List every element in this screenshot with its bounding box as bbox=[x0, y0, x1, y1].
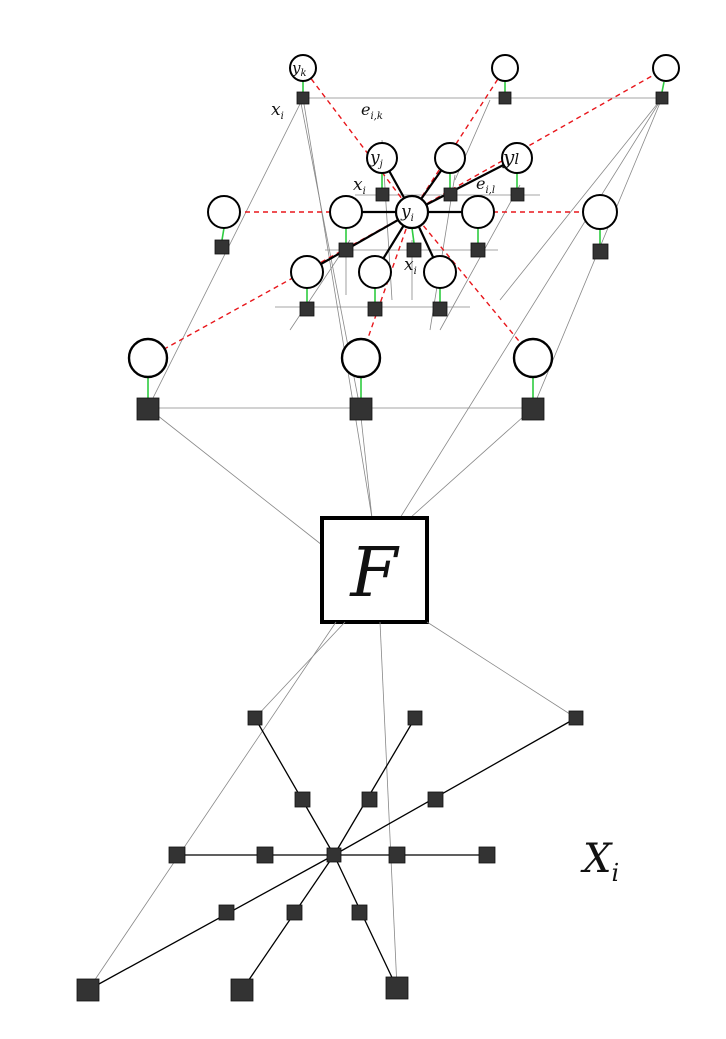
lines-to-factor-box bbox=[147, 97, 663, 546]
factor-square bbox=[375, 187, 390, 202]
feature-square bbox=[351, 904, 368, 921]
feature-square bbox=[76, 978, 100, 1002]
label-e-i-l: ei,l bbox=[476, 174, 495, 196]
factor-square bbox=[136, 397, 160, 421]
feature-square bbox=[286, 904, 303, 921]
feature-square bbox=[168, 846, 186, 864]
feature-square bbox=[294, 791, 311, 808]
feature-square bbox=[361, 791, 378, 808]
factor-square bbox=[521, 397, 545, 421]
observation-factors bbox=[136, 91, 669, 421]
feature-square bbox=[388, 846, 406, 864]
factor-box-F bbox=[320, 516, 429, 624]
node-y-l bbox=[501, 142, 533, 174]
label-y-i: yi bbox=[400, 202, 414, 224]
label-F: F bbox=[348, 534, 400, 613]
node-inner-right bbox=[461, 195, 495, 229]
node-bottom-mid bbox=[340, 337, 382, 379]
node-lower-left bbox=[290, 255, 324, 289]
factor-square bbox=[338, 242, 354, 258]
factor-square bbox=[443, 187, 458, 202]
variable-nodes bbox=[127, 54, 680, 379]
feature-square bbox=[478, 846, 496, 864]
factor-square bbox=[432, 301, 448, 317]
feature-square bbox=[385, 976, 409, 1000]
feature-square-center bbox=[326, 847, 342, 863]
node-bottom-right bbox=[512, 337, 554, 379]
node-lower-mid bbox=[358, 255, 392, 289]
label-y-k: yk bbox=[291, 59, 307, 79]
label-e-i-k: ei,k bbox=[361, 100, 383, 122]
label-x-i-mid: xi bbox=[353, 175, 366, 197]
green-links bbox=[147, 80, 665, 398]
feature-square bbox=[407, 710, 423, 726]
label-X-i: Xi bbox=[580, 836, 619, 887]
input-feature-squares bbox=[76, 710, 584, 1002]
label-y-l: yl bbox=[502, 145, 519, 169]
node-y-k bbox=[289, 54, 317, 82]
node-right bbox=[582, 194, 618, 230]
label-y-j: yj bbox=[369, 148, 383, 170]
star-edges bbox=[87, 717, 577, 991]
feature-square bbox=[218, 904, 235, 921]
factor-square bbox=[214, 239, 230, 255]
node-top-right bbox=[652, 54, 680, 82]
feature-square bbox=[230, 978, 254, 1002]
factor-square bbox=[406, 242, 422, 258]
factor-square bbox=[510, 187, 525, 202]
factor-square bbox=[470, 242, 486, 258]
factor-square bbox=[299, 301, 315, 317]
factor-square bbox=[655, 91, 669, 105]
factor-square bbox=[349, 397, 373, 421]
node-y-j bbox=[366, 142, 398, 174]
lower-grid-lines bbox=[87, 621, 577, 991]
node-upper-mid bbox=[434, 142, 466, 174]
node-top-middle bbox=[491, 54, 519, 82]
node-inner-left bbox=[329, 195, 363, 229]
label-x-i-low: xi bbox=[404, 255, 417, 277]
node-left bbox=[207, 195, 241, 229]
factor-square bbox=[296, 91, 310, 105]
factor-square bbox=[498, 91, 512, 105]
feature-square bbox=[568, 710, 584, 726]
factor-square bbox=[367, 301, 383, 317]
label-x-i-top: xi bbox=[271, 100, 284, 122]
node-bottom-left bbox=[127, 337, 169, 379]
node-lower-right bbox=[423, 255, 457, 289]
feature-square bbox=[427, 791, 444, 808]
feature-square bbox=[256, 846, 274, 864]
factor-square bbox=[592, 243, 609, 260]
feature-square bbox=[247, 710, 263, 726]
node-y-i bbox=[394, 194, 430, 230]
